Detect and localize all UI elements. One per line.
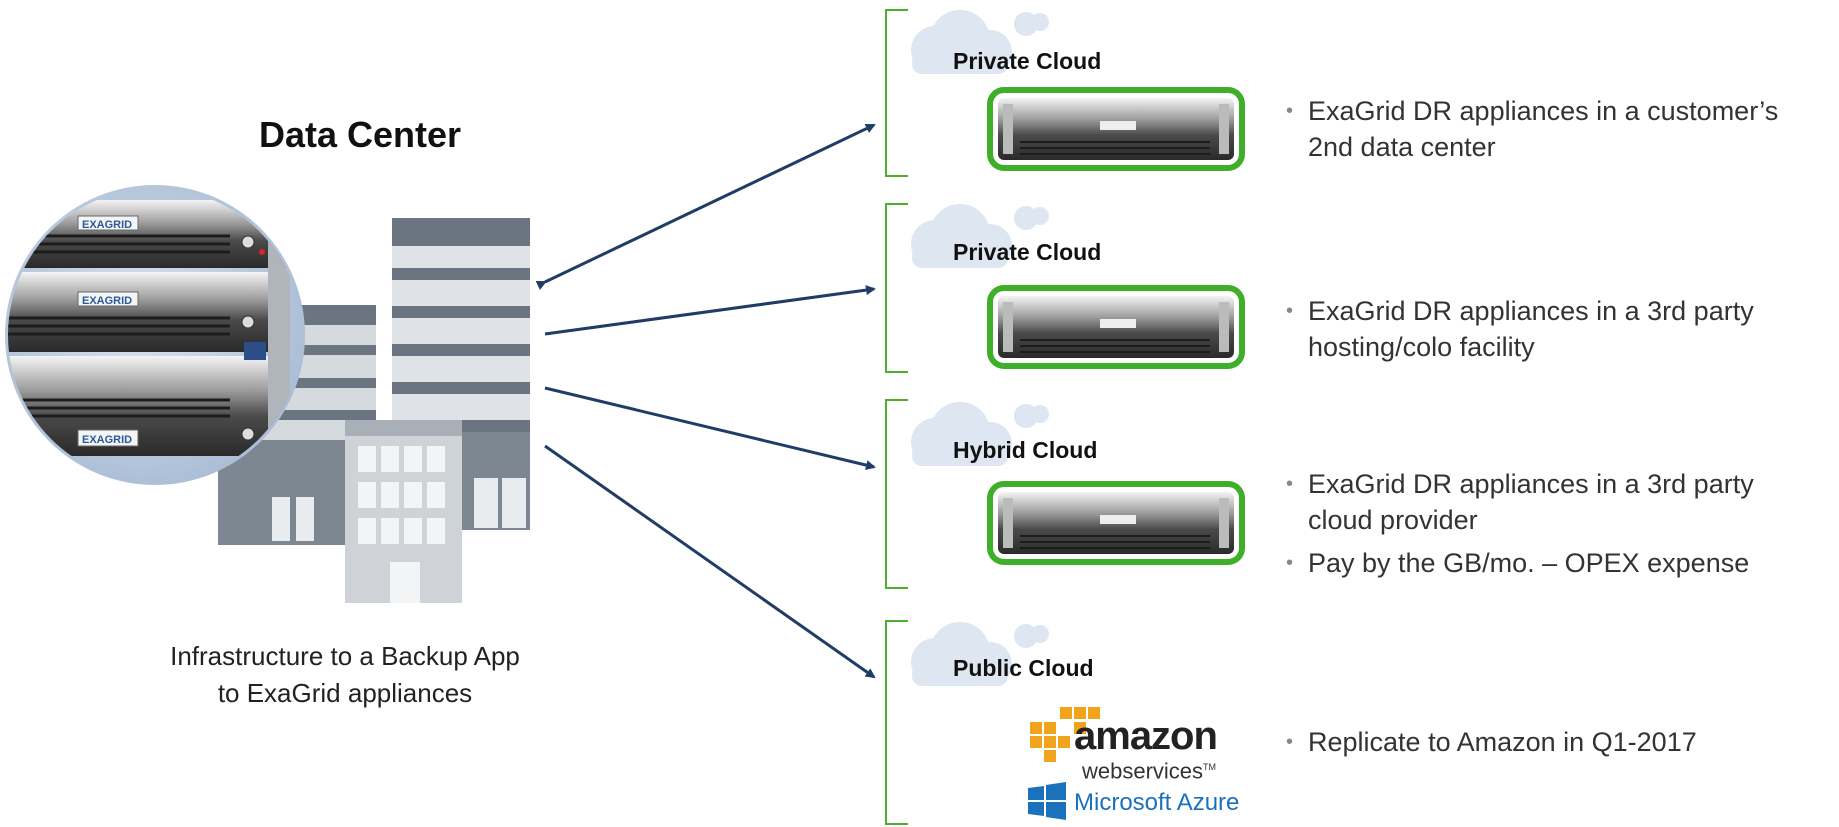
tier-label: Private Cloud bbox=[953, 239, 1102, 265]
tier-label: Public Cloud bbox=[953, 655, 1094, 681]
tier-bullet: • ExaGrid DR appliances in a 3rd party h… bbox=[1286, 293, 1754, 365]
cloud-icon bbox=[911, 622, 1049, 686]
appliance-brand-label: EXAGRID bbox=[82, 295, 133, 307]
data-center-caption: Infrastructure to a Backup App to ExaGri… bbox=[110, 638, 580, 712]
tier-bullet: • ExaGrid DR appliances in a customer’s … bbox=[1286, 93, 1778, 165]
cloud-icon bbox=[911, 204, 1049, 268]
appliance-brand-label: EXAGRID bbox=[82, 434, 133, 446]
bullet-dot-icon: • bbox=[1286, 300, 1294, 322]
bullet-dot-icon: • bbox=[1286, 731, 1294, 753]
tier-label: Hybrid Cloud bbox=[953, 437, 1098, 463]
microsoft-azure-logo-text: Microsoft Azure bbox=[1074, 789, 1240, 816]
tier-bullet: • ExaGrid DR appliances in a 3rd party c… bbox=[1286, 466, 1754, 538]
appliance-closeup-circle bbox=[5, 185, 305, 485]
appliance-brand-label: EXAGRID bbox=[82, 219, 133, 231]
bullet-dot-icon: • bbox=[1286, 473, 1294, 495]
caption-line: Infrastructure to a Backup App bbox=[170, 641, 520, 671]
cloud-shapes bbox=[911, 10, 1049, 686]
tier-brackets bbox=[885, 9, 908, 825]
cloud-icon bbox=[911, 10, 1049, 74]
dr-appliance-1 bbox=[987, 87, 1245, 171]
cloud-icon bbox=[911, 402, 1049, 466]
windows-logo-icon bbox=[1028, 782, 1066, 820]
dr-appliance-2 bbox=[987, 285, 1245, 369]
bullet-dot-icon: • bbox=[1286, 552, 1294, 574]
webservices-logo-text: webservicesTM bbox=[1082, 758, 1217, 784]
amazon-boxes-icon bbox=[1030, 707, 1100, 762]
caption-line: to ExaGrid appliances bbox=[217, 678, 473, 708]
replication-arrows bbox=[535, 123, 876, 679]
tier-label: Private Cloud bbox=[953, 48, 1102, 74]
tier-bullet: • Pay by the GB/mo. – OPEX expense bbox=[1286, 545, 1749, 581]
dr-appliance-3 bbox=[987, 481, 1245, 565]
data-center-title: Data Center bbox=[258, 114, 462, 155]
tier-bullet: • Replicate to Amazon in Q1-2017 bbox=[1286, 724, 1697, 760]
amazon-logo-text: amazon bbox=[1074, 714, 1218, 758]
bullet-dot-icon: • bbox=[1286, 100, 1294, 122]
